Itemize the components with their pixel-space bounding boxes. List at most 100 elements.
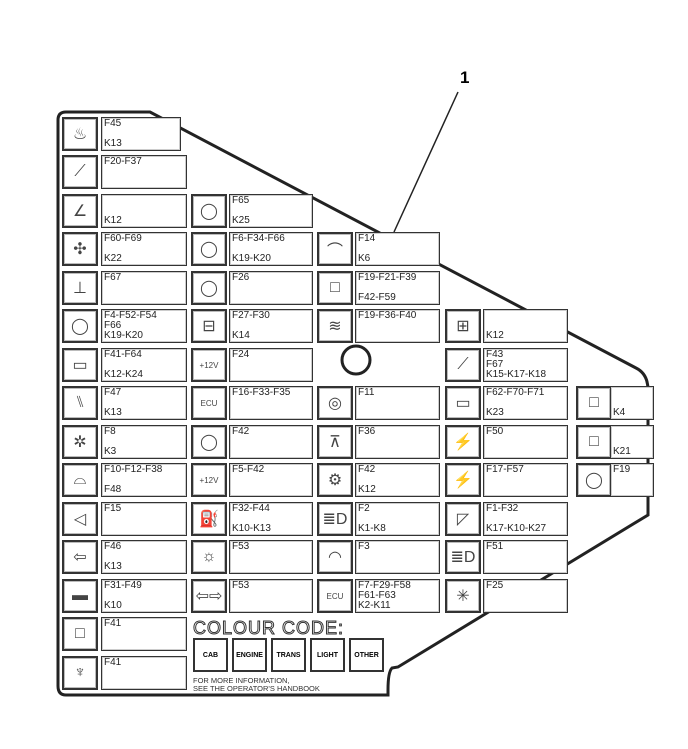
fuse-relay-label: F17-F57: [483, 463, 568, 497]
fuse-label-line: F19-F36-F40: [358, 310, 417, 321]
fuse-label-line: [104, 196, 184, 206]
fuse-label-line: F41: [104, 657, 122, 668]
power-12v-icon: +12V: [191, 463, 227, 497]
fuse-label-line: [613, 427, 651, 437]
fuse-relay-label: F20-F37: [101, 155, 187, 189]
fan-icon: ✣: [62, 232, 98, 266]
fuse-label-line: F5-F42: [232, 464, 265, 475]
fuse-relay-label: F51: [483, 540, 568, 574]
trailer-icon: ⚡: [445, 425, 481, 459]
fuse-label-line: K23: [486, 407, 504, 418]
fuse-label-line: F6-F34-F66: [232, 233, 285, 244]
fuse-label-line: K10: [104, 600, 122, 611]
beacon-icon: ☼: [191, 540, 227, 574]
callout-leader-line: [393, 91, 459, 233]
seat-icon: ⑊: [62, 386, 98, 420]
fuse-label-line: F66: [104, 320, 122, 331]
loader-arm-icon: ⌒: [317, 232, 353, 266]
fuse-label-line: K13: [104, 138, 122, 149]
fuse-label-line: F42: [232, 426, 250, 437]
fuse-label-line: F51: [486, 541, 504, 552]
radio-icon: ▬: [62, 579, 98, 613]
fuse-label-line: K12-K24: [104, 369, 143, 380]
fuse-label-line: F48: [104, 484, 122, 495]
dipped-light-icon: ≣D: [445, 540, 481, 574]
fuse-label-line: F32-F44: [232, 503, 270, 514]
fuse-label-line: F53: [232, 580, 250, 591]
fuse-label-line: K19-K20: [232, 253, 271, 264]
gear-sun-icon: ✲: [62, 425, 98, 459]
fuse-label-line: F19-F21-F39: [358, 272, 417, 283]
tractor-icon: ⚡: [445, 463, 481, 497]
monitor-icon: ▭: [62, 348, 98, 382]
fuse-label-line: F1-F32: [486, 503, 519, 514]
fuse-relay-label: F15: [101, 502, 187, 536]
fuse-relay-label: F53: [229, 579, 313, 613]
fuse-label-line: F50: [486, 426, 504, 437]
horn-icon: ◁: [62, 502, 98, 536]
footer-line-1: FOR MORE INFORMATION,: [193, 676, 290, 685]
colour-code-engine: ENGINE: [232, 638, 267, 672]
fuse-label-line: K25: [232, 215, 250, 226]
colour-code-other: OTHER: [349, 638, 384, 672]
work-light-icon: ◠: [317, 540, 353, 574]
footer-line-2: SEE THE OPERATOR'S HANDBOOK: [193, 684, 320, 693]
battery-icon: ⊟: [191, 309, 227, 343]
fuse-label-line: F8: [104, 426, 116, 437]
fuse-label-line: F24: [232, 349, 250, 360]
indicator-icon: ⇦⇨: [191, 579, 227, 613]
fuse-label-line: K17-K10-K27: [486, 523, 547, 534]
fuse-relay-label: F19-F36-F40: [355, 309, 440, 343]
colour-code-title: COLOUR CODE:: [192, 618, 345, 639]
fuse-label-line: K6: [358, 253, 371, 264]
gearbox-icon: ⊞: [445, 309, 481, 343]
fuse-label-line: K3: [104, 446, 117, 457]
fuse-relay-label: F50: [483, 425, 568, 459]
colour-code-cab: CAB: [193, 638, 228, 672]
wiper-icon: ∠: [62, 194, 98, 228]
wiper-auto-icon: ⟋: [62, 155, 98, 189]
fuse-label-line: F61-F63: [358, 590, 396, 601]
mirror-icon: ⇦: [62, 540, 98, 574]
side-light-icon: ✳: [445, 579, 481, 613]
engine-ecu-icon: ◯: [191, 232, 227, 266]
fuse-label-line: K14: [232, 330, 250, 341]
lighter-icon: ♆: [62, 656, 98, 690]
fuse-label-line: K22: [104, 253, 122, 264]
fuse-label-line: K4: [613, 407, 626, 418]
fuse-label-line: K21: [613, 446, 631, 457]
fuse-relay-label: K21: [610, 425, 654, 459]
engine-icon: ◯: [191, 194, 227, 228]
fuse-label-line: K12: [104, 215, 122, 226]
fuse-relay-label: F53: [229, 540, 313, 574]
fuse-relay-label: K4: [610, 386, 654, 420]
fuse-relay-label: F26: [229, 271, 313, 305]
cylinder-icon: ⟋: [445, 348, 481, 382]
fuse-label-line: K12: [358, 484, 376, 495]
cab-roof-icon: ⌓: [62, 463, 98, 497]
seat-switch-icon: ⊼: [317, 425, 353, 459]
fuse-relay-label: K12: [483, 309, 568, 343]
fuse-label-line: F14: [358, 233, 376, 244]
fuse-label-line: F4-F52-F54: [104, 310, 157, 321]
fuse-relay-label: F36: [355, 425, 440, 459]
fuse-label-line: F42: [358, 464, 376, 475]
fuse-label-line: F25: [486, 580, 504, 591]
fuse-label-line: F41-F64: [104, 349, 142, 360]
fuse-label-line: F16-F33-F35: [232, 387, 291, 398]
fuse-label-line: K15-K17-K18: [486, 369, 547, 380]
fuse-relay-label: F41: [101, 656, 187, 690]
